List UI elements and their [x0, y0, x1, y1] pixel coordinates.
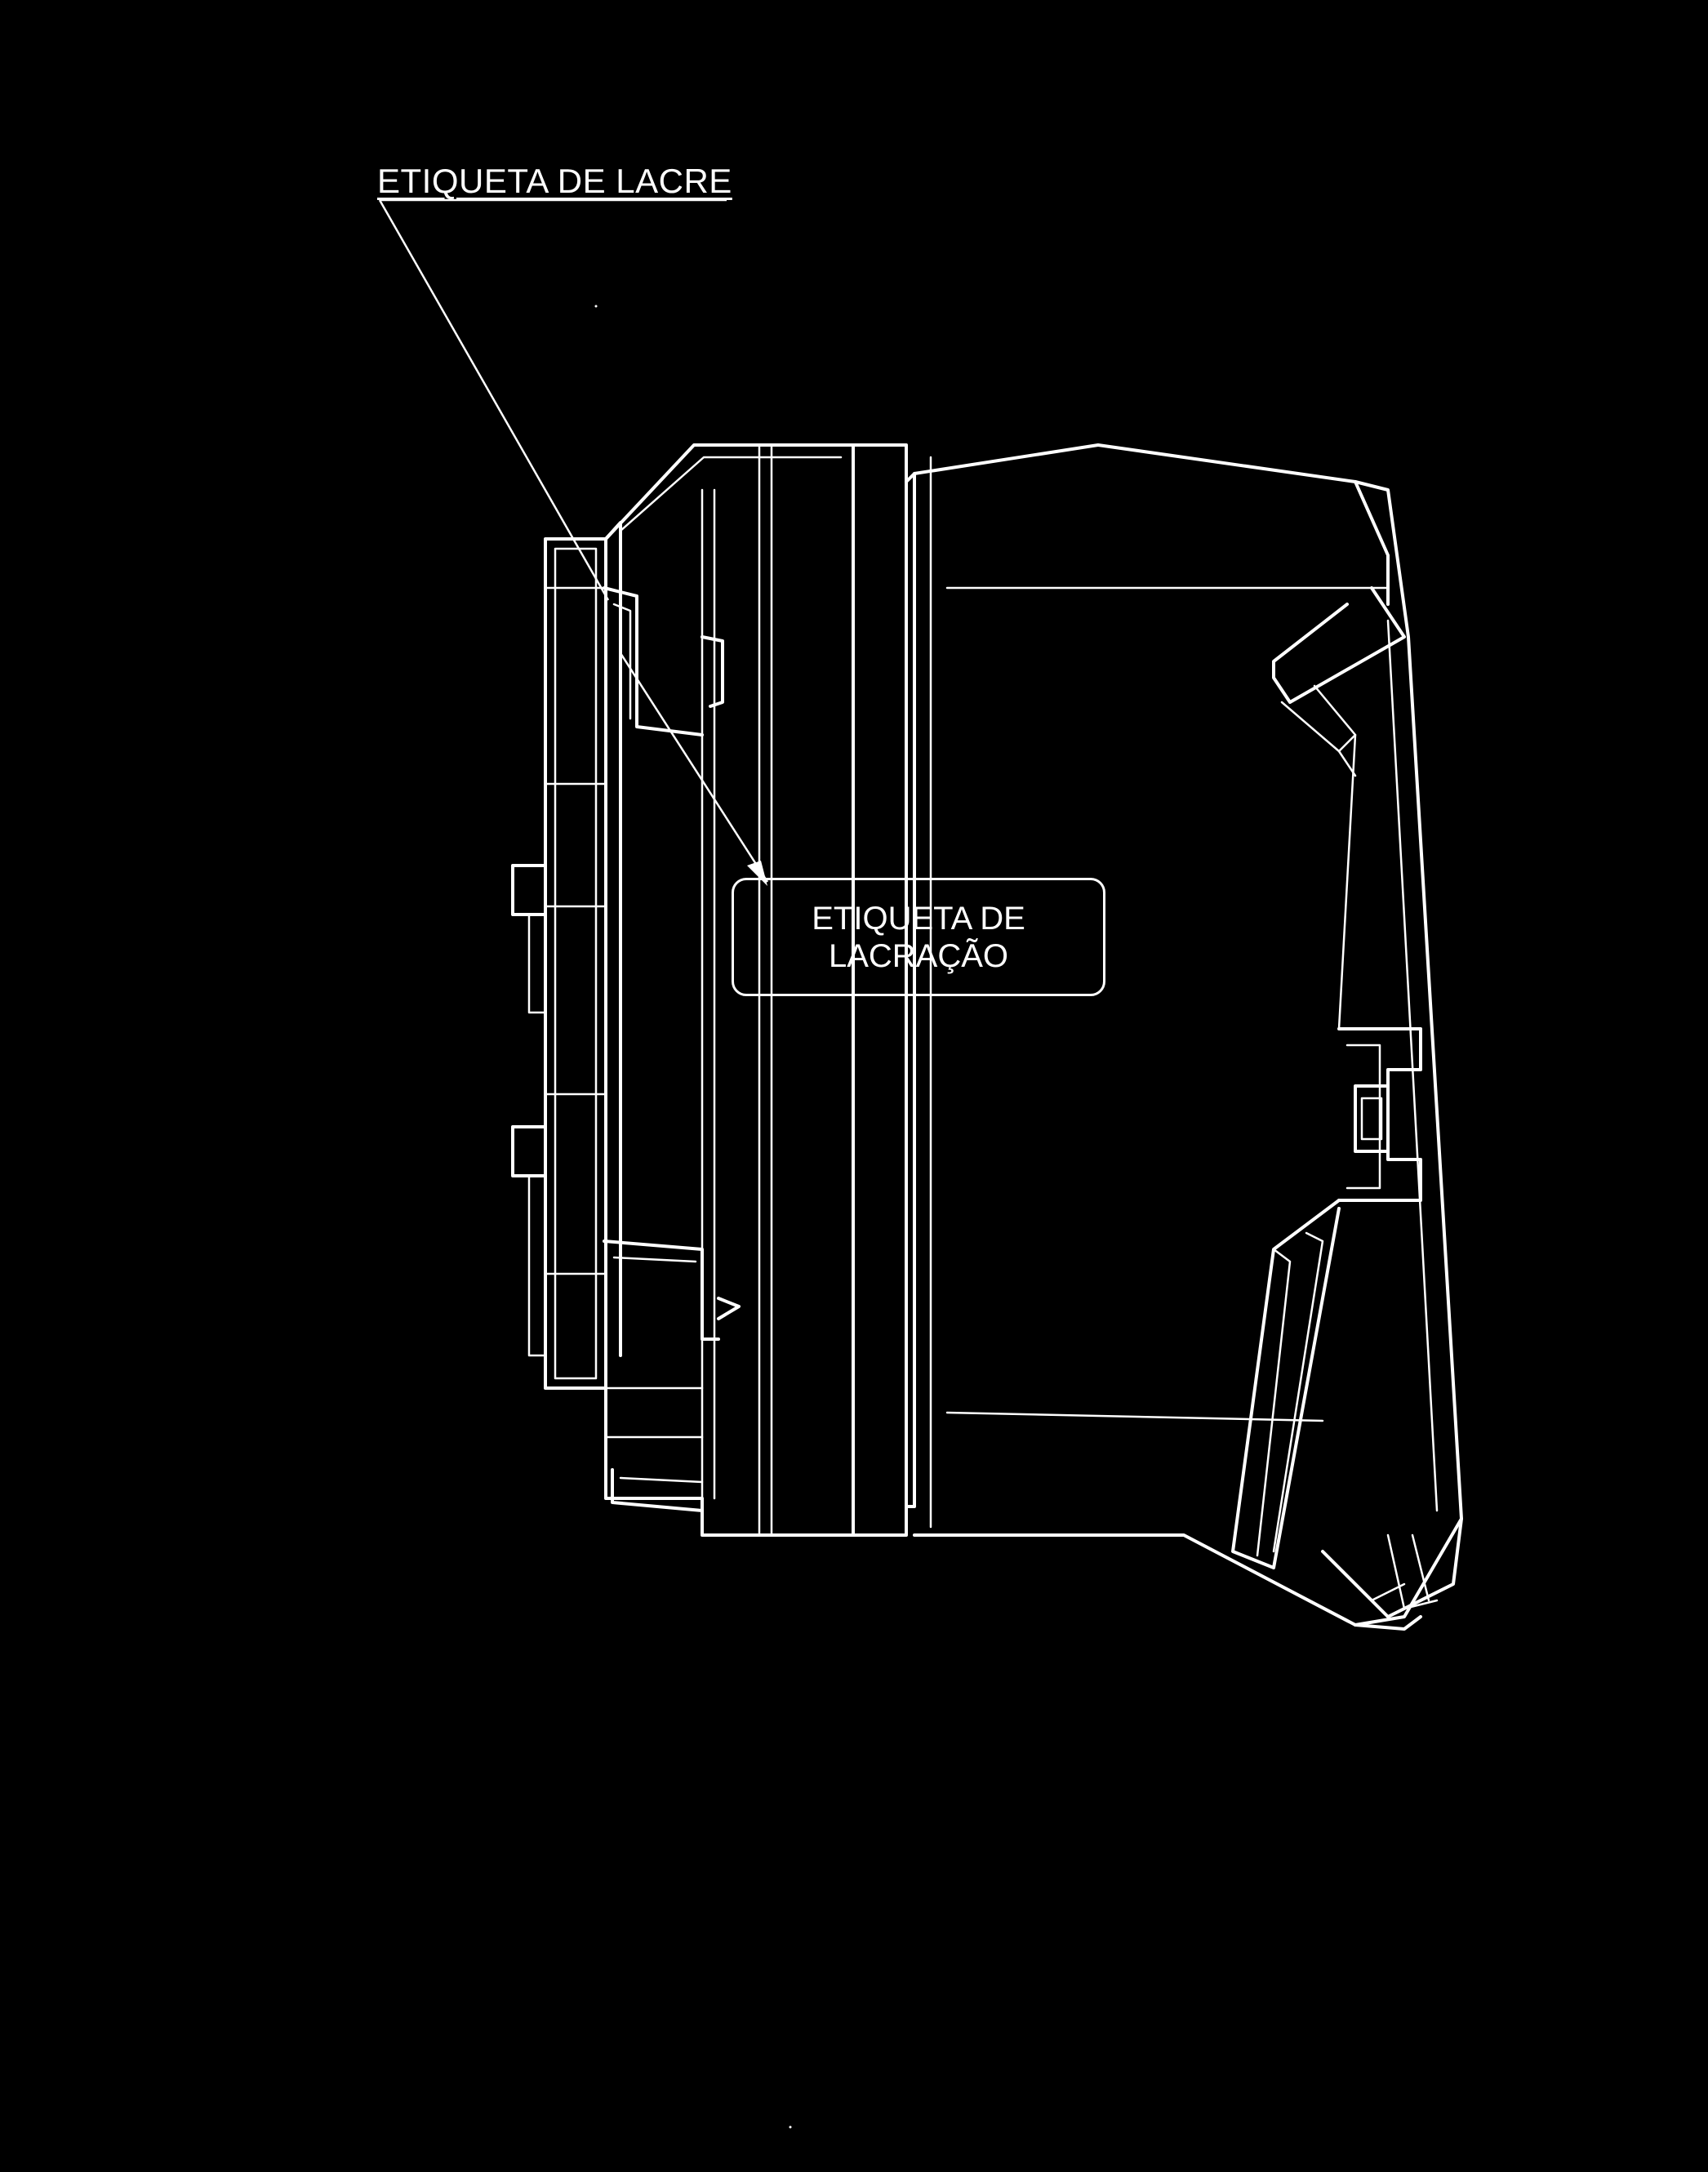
sealing-tag-line-2: LACRAÇÃO [828, 937, 1009, 974]
leader-line-seal-tag [378, 198, 727, 601]
enclosure-body [852, 443, 1463, 1631]
sealing-tag-callout: ETIQUETA DE LACRAÇÃO [732, 878, 1105, 996]
leader-arrow-sealing-tag [619, 652, 769, 886]
rear-cover [511, 521, 622, 1390]
sealing-tag-line-1: ETIQUETA DE [812, 900, 1025, 937]
seal-tag-label: ETIQUETA DE LACRE [377, 162, 732, 200]
mounting-frame [603, 443, 855, 1537]
